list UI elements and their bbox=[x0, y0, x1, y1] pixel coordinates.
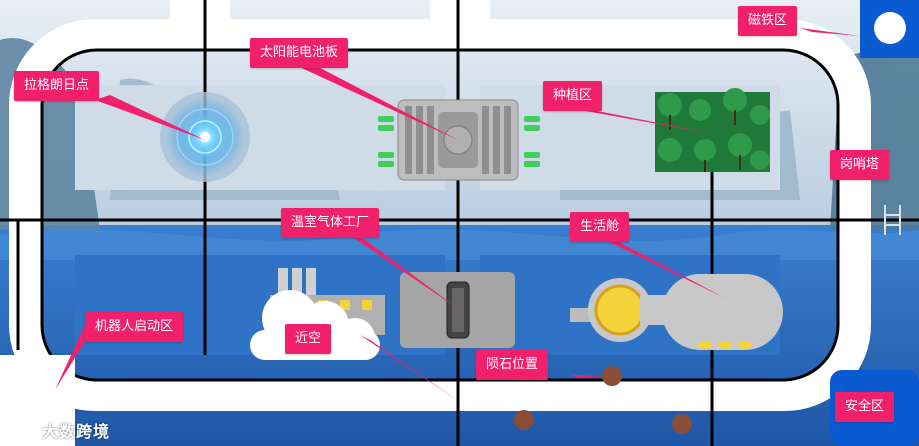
label-lagrange-point: 拉格朗日点 bbox=[14, 71, 100, 101]
label-safe-zone: 安全区 bbox=[835, 392, 895, 422]
label-solar-panel: 太阳能电池板 bbox=[250, 38, 349, 68]
label-planting-area: 种植区 bbox=[543, 81, 603, 111]
living-pod bbox=[570, 274, 783, 350]
label-magnet-zone: 磁铁区 bbox=[738, 6, 798, 36]
top-notch-right bbox=[430, 0, 490, 40]
lagrange-point-marker bbox=[160, 92, 250, 182]
label-greenhouse-gas-factory: 温室气体工厂 bbox=[281, 208, 380, 238]
zone-top-left bbox=[75, 85, 445, 190]
outer-black-line bbox=[40, 48, 840, 382]
label-near-space: 近空 bbox=[285, 324, 332, 354]
greenhouse-module bbox=[400, 272, 515, 348]
top-notch-left bbox=[170, 0, 230, 40]
label-pointers bbox=[55, 28, 860, 402]
meteorite bbox=[514, 366, 692, 434]
label-living-pod: 生活舱 bbox=[570, 212, 630, 242]
logo-text: 大数跨境 bbox=[42, 422, 111, 441]
sentry-tower bbox=[884, 205, 901, 235]
planting-area bbox=[655, 88, 770, 172]
label-robot-start-area: 机器人启动区 bbox=[85, 312, 184, 342]
logo-mark: KC bbox=[8, 416, 32, 435]
label-sentry-tower: 岗哨塔 bbox=[830, 150, 890, 180]
robot-start-area bbox=[0, 355, 75, 446]
label-meteorite-position: 陨石位置 bbox=[476, 350, 549, 380]
magnet-zone bbox=[860, 0, 919, 58]
